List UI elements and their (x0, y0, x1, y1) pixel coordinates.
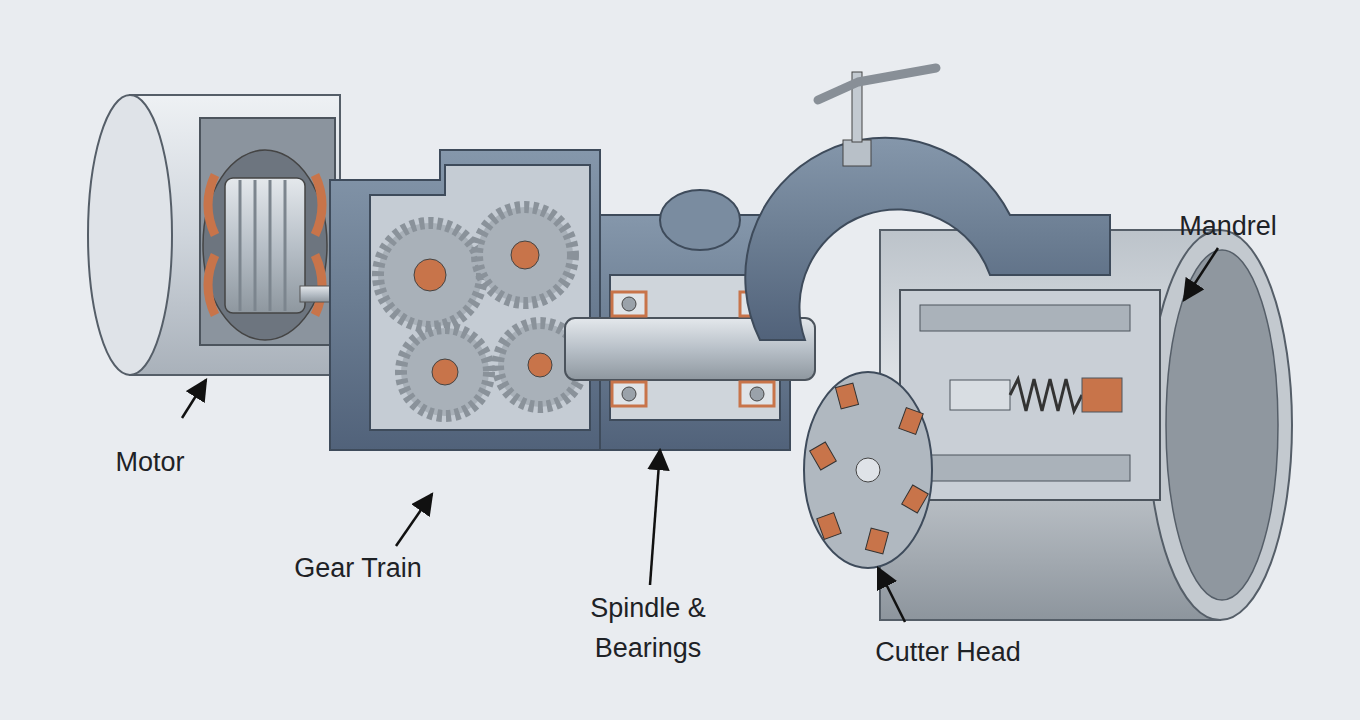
leader-arrow (650, 450, 660, 585)
gear (401, 328, 489, 416)
cutting-insert (835, 383, 858, 409)
cutting-insert (902, 485, 929, 513)
leader-arrows (182, 248, 1218, 622)
clamp-nut (843, 140, 871, 166)
mandrel-rim (1148, 230, 1292, 620)
bearing-ball (622, 387, 636, 401)
cutting-insert (865, 528, 888, 554)
gear (477, 207, 573, 303)
mandrel-bore (1166, 250, 1278, 600)
bearing (612, 292, 646, 316)
spring-seat (1082, 378, 1122, 412)
leader-arrow (1184, 248, 1218, 300)
gear-hub (528, 353, 552, 377)
part-label: Mandrel (1148, 206, 1308, 246)
motor-end-cap (88, 95, 172, 375)
mandrel (880, 230, 1292, 620)
housing-shell (330, 150, 620, 450)
rotor (225, 178, 305, 313)
clamp (745, 68, 1110, 340)
slide-rail (920, 305, 1130, 331)
mandrel-cutaway (900, 290, 1160, 500)
cutting-insert (817, 513, 841, 540)
cutting-insert (899, 408, 923, 435)
housing-flange (660, 190, 740, 250)
part-label: Motor (80, 442, 220, 482)
motor-cutaway (200, 118, 335, 345)
leader-arrow (396, 494, 432, 546)
leader-arrow (878, 568, 905, 622)
t-handle (818, 68, 936, 100)
gear (378, 223, 482, 327)
cutter-hub (856, 458, 880, 482)
bearing-ball (622, 297, 636, 311)
clamp-arch (745, 138, 1110, 340)
rotor-slot (240, 180, 285, 311)
gear-hub (432, 359, 458, 385)
stator (203, 150, 327, 340)
bearing (740, 382, 774, 406)
slide-rail (920, 455, 1130, 481)
part-label: Gear Train (258, 548, 458, 588)
plunger (950, 380, 1010, 410)
bearing (612, 382, 646, 406)
cutter-head (804, 372, 932, 568)
cutter-disk (804, 372, 932, 568)
gear-housing (330, 150, 620, 450)
gear-hub (414, 259, 446, 291)
leader-arrow (182, 380, 206, 418)
part-label: Spindle & Bearings (573, 588, 723, 668)
spring (1010, 379, 1082, 411)
part-label: Cutter Head (838, 632, 1058, 672)
housing-cutaway (370, 165, 590, 430)
bearing-ball (750, 387, 764, 401)
gear-hub (511, 241, 539, 269)
cutting-insert (810, 442, 837, 470)
